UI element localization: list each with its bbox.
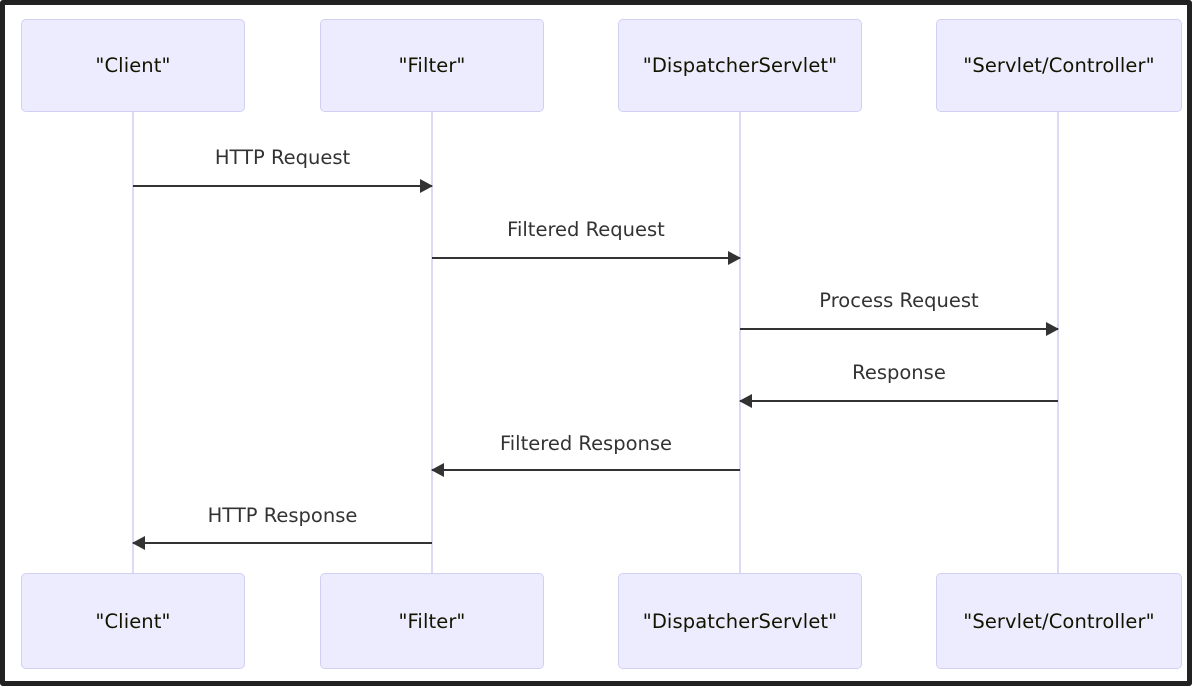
message-arrow-4[interactable] <box>739 394 1058 408</box>
participant-label: "Servlet/Controller" <box>963 54 1155 77</box>
arrowhead-icon <box>431 463 444 477</box>
message-label-4: Response <box>852 361 946 384</box>
participant-footer-dispatcher[interactable]: "DispatcherServlet" <box>618 573 862 669</box>
message-arrow-2[interactable] <box>432 251 741 265</box>
participant-header-controller[interactable]: "Servlet/Controller" <box>936 19 1182 112</box>
participant-label: "Filter" <box>398 54 466 77</box>
participant-label: "DispatcherServlet" <box>642 609 838 633</box>
arrowhead-icon <box>132 536 145 550</box>
sequence-diagram-canvas: "Client" "Filter" "DispatcherServlet" "Serv… <box>5 5 1187 681</box>
arrowhead-icon <box>728 251 741 265</box>
message-label-2: Filtered Request <box>507 218 665 241</box>
message-label-1: HTTP Request <box>214 146 351 169</box>
participant-label: "DispatcherServlet" <box>642 54 838 77</box>
participant-footer-client[interactable]: "Client" <box>21 573 245 669</box>
message-label-5: Filtered Response <box>499 432 673 455</box>
lifeline-client <box>132 112 134 573</box>
message-label-6: HTTP Response <box>207 504 358 527</box>
participant-header-client[interactable]: "Client" <box>21 19 245 112</box>
participant-header-dispatcher[interactable]: "DispatcherServlet" <box>618 19 862 112</box>
arrowhead-icon <box>1046 322 1059 336</box>
lifeline-dispatcher <box>739 112 741 573</box>
participant-label: "Filter" <box>398 609 466 633</box>
message-label-3: Process Request <box>819 289 979 312</box>
participant-label: "Client" <box>95 54 171 77</box>
participant-label: "Client" <box>95 609 171 633</box>
participant-header-filter[interactable]: "Filter" <box>320 19 544 112</box>
participant-footer-controller[interactable]: "Servlet/Controller" <box>936 573 1182 669</box>
participant-label: "Servlet/Controller" <box>963 609 1155 633</box>
lifeline-controller <box>1057 112 1059 573</box>
arrowhead-icon <box>420 179 433 193</box>
message-arrow-1[interactable] <box>133 179 433 193</box>
arrowhead-icon <box>739 394 752 408</box>
message-arrow-5[interactable] <box>431 463 740 477</box>
message-arrow-3[interactable] <box>740 322 1059 336</box>
lifeline-filter <box>431 112 433 573</box>
message-arrow-6[interactable] <box>132 536 432 550</box>
participant-footer-filter[interactable]: "Filter" <box>320 573 544 669</box>
